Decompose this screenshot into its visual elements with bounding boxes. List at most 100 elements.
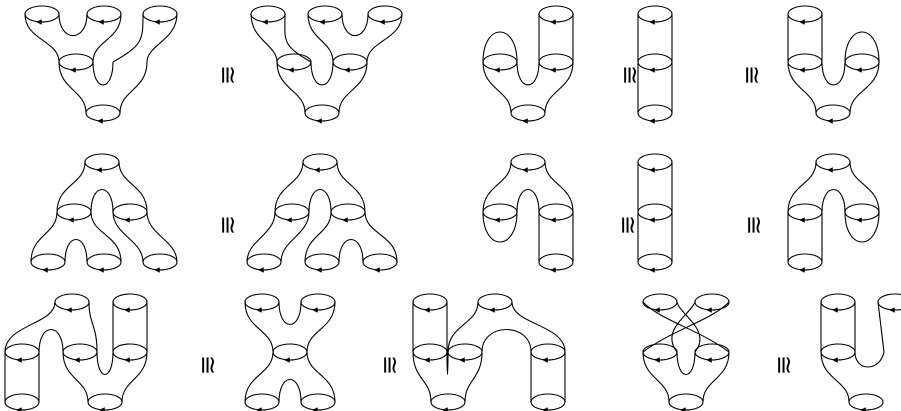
crotch [342, 14, 368, 36]
cap [845, 32, 879, 62]
boundary-circle [87, 254, 121, 270]
coassociativity-left-term [31, 154, 177, 270]
crotch [59, 14, 87, 36]
crotch [311, 62, 333, 85]
crotch [279, 302, 301, 325]
frobenius-middle-term [245, 294, 335, 410]
unit-right-term [788, 6, 879, 121]
boundary-circle [539, 204, 573, 220]
boundary-circle [845, 204, 879, 220]
surface-edge [25, 14, 59, 62]
boundary-circle [143, 6, 177, 22]
boundary-circle [643, 294, 677, 310]
isomorphism-symbol-frobenius-7: ≅ [376, 355, 404, 375]
crotch [822, 62, 845, 85]
boundary-circle [643, 344, 677, 360]
isomorphism-symbol-commutativity-8: ≅ [770, 355, 798, 375]
boundary-circle [87, 6, 121, 22]
boundary-circle [55, 294, 89, 310]
boundary-circle [539, 6, 573, 22]
boundary-circle [63, 344, 97, 360]
crotch [517, 62, 539, 85]
boundary-circle [448, 344, 482, 360]
boundary-circle [245, 294, 279, 310]
boundary-circle [483, 54, 517, 70]
crotch [447, 352, 448, 375]
boundary-circle [845, 54, 879, 70]
crotch [65, 240, 87, 263]
crotch [279, 380, 301, 403]
boundary-circle [88, 394, 122, 410]
tube-wall [878, 302, 884, 352]
boundary-circle [695, 294, 729, 310]
boundary-circle [695, 344, 729, 360]
boundary-circle [788, 204, 822, 220]
unit-middle-term [638, 6, 672, 121]
boundary-circle [821, 294, 855, 310]
cap [483, 32, 517, 62]
crotch [517, 190, 539, 213]
boundary-circle [539, 254, 573, 270]
isomorphism-symbol-unit-2: ≅ [738, 65, 766, 85]
boundary-circle [245, 394, 279, 410]
boundary-circle [31, 254, 65, 270]
boundary-circle [113, 204, 147, 220]
commutativity-left-term [643, 294, 729, 410]
boundary-circle [478, 294, 512, 310]
crotch [309, 190, 331, 213]
isomorphism-symbol-frobenius-6: ≅ [194, 355, 222, 375]
crotch [97, 352, 113, 375]
boundary-circle [143, 254, 177, 270]
boundary-circle [25, 6, 59, 22]
isomorphism-symbol-unit-1: ≅ [616, 65, 644, 85]
boundary-circle [273, 344, 307, 360]
associativity-right-term [251, 6, 402, 121]
boundary-circle [531, 344, 565, 360]
surface-edge [512, 302, 565, 352]
boundary-circle [363, 254, 397, 270]
boundary-circle [788, 254, 822, 270]
boundary-circle [5, 394, 39, 410]
crotch [93, 62, 113, 85]
boundary-circle [816, 154, 850, 170]
crotch [91, 190, 113, 213]
unit-left-term [483, 6, 573, 121]
boundary-circle [85, 154, 119, 170]
boundary-circle [305, 105, 339, 121]
boundary-circle [539, 54, 573, 70]
boundary-circle [277, 54, 311, 70]
coassociativity-right-term [247, 154, 397, 270]
crotch [482, 330, 531, 353]
surface-edge [855, 352, 884, 367]
counit-left-term [483, 154, 573, 270]
boundary-circle [849, 394, 883, 410]
boundary-circle [368, 6, 402, 22]
counit-middle-term [638, 154, 672, 270]
boundary-circle [251, 6, 285, 22]
boundary-circle [638, 105, 672, 121]
boundary-circle [5, 344, 39, 360]
crotch [339, 240, 363, 263]
counit-right-term [788, 154, 879, 270]
boundary-circle [669, 394, 703, 410]
boundary-circle [301, 394, 335, 410]
cap [483, 212, 517, 242]
boundary-circle [878, 294, 901, 310]
boundary-circle [511, 154, 545, 170]
frobenius-right-term [413, 294, 565, 410]
boundary-circle [86, 105, 120, 121]
boundary-circle [638, 154, 672, 170]
surface-edge [120, 62, 147, 113]
boundary-circle [305, 254, 339, 270]
boundary-circle [788, 6, 822, 22]
boundary-circle [333, 54, 367, 70]
boundary-circle [275, 204, 309, 220]
boundary-circle [113, 294, 147, 310]
boundary-circle [638, 6, 672, 22]
boundary-circle [247, 254, 281, 270]
associativity-left-term [25, 6, 177, 121]
boundary-circle [301, 294, 335, 310]
crotch [677, 352, 695, 375]
isomorphism-symbol-counit-5: ≅ [740, 215, 768, 235]
